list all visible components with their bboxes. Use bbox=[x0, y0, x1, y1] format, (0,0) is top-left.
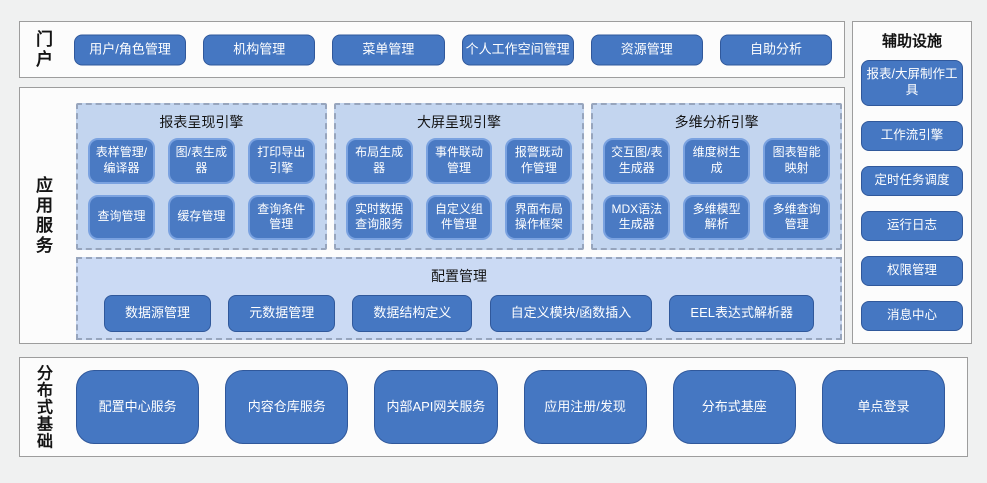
block-alarm-action-management: 报警既动作管理 bbox=[505, 138, 573, 184]
block-query-management: 查询管理 bbox=[88, 194, 155, 240]
block-chart-table-generator: 图/表生成器 bbox=[167, 138, 235, 184]
portal-button-row: 用户/角色管理 机构管理 菜单管理 个人工作空间管理 资源管理 自助分析 bbox=[74, 34, 833, 65]
foundation-button-row: 配置中心服务 内容仓库服务 内部API网关服务 应用注册/发现 分布式基座 单点… bbox=[76, 370, 946, 444]
block-custom-module-function-insertion: 自定义模块/函数插入 bbox=[489, 295, 653, 332]
block-message-center: 消息中心 bbox=[861, 301, 963, 331]
block-data-source-management: 数据源管理 bbox=[104, 295, 212, 332]
block-organization-management: 机构管理 bbox=[203, 34, 316, 65]
block-mdx-syntax-generator: MDX语法生成器 bbox=[603, 194, 671, 240]
block-permission-management: 权限管理 bbox=[861, 256, 963, 286]
block-scheduled-task-scheduling: 定时任务调度 bbox=[861, 166, 963, 196]
block-single-sign-on: 单点登录 bbox=[821, 370, 946, 444]
block-distributed-base: 分布式基座 bbox=[672, 370, 796, 444]
block-dimension-tree-generation: 维度树生成 bbox=[683, 138, 751, 184]
report-rendering-engine-panel: 报表呈现引擎 表样管理/编译器 图/表生成器 打印导出引擎 查询管理 缓存管理 … bbox=[76, 103, 327, 250]
block-self-service-analysis: 自助分析 bbox=[719, 34, 833, 65]
block-run-logs: 运行日志 bbox=[861, 211, 963, 241]
block-resource-management: 资源管理 bbox=[590, 34, 703, 65]
block-app-registration-discovery: 应用注册/发现 bbox=[523, 370, 647, 444]
application-services-section: 应用服务 报表呈现引擎 表样管理/编译器 图/表生成器 打印导出引擎 查询管理 … bbox=[19, 87, 845, 344]
block-template-management-compiler: 表样管理/编译器 bbox=[88, 138, 155, 184]
block-multidimensional-query-management: 多维查询管理 bbox=[763, 194, 831, 240]
portal-section: 门户 用户/角色管理 机构管理 菜单管理 个人工作空间管理 资源管理 自助分析 bbox=[19, 21, 845, 78]
block-eel-expression-parser: EEL表达式解析器 bbox=[669, 295, 814, 332]
block-report-bigscreen-authoring-tool: 报表/大屏制作工具 bbox=[861, 60, 963, 106]
block-user-role-management: 用户/角色管理 bbox=[74, 34, 187, 65]
block-multidimensional-model-parsing: 多维模型解析 bbox=[683, 194, 751, 240]
auxiliary-facilities-label: 辅助设施 bbox=[881, 33, 942, 50]
block-event-linkage-management: 事件联动管理 bbox=[425, 138, 493, 184]
block-personal-workspace-management: 个人工作空间管理 bbox=[461, 34, 574, 65]
config-button-row: 数据源管理 元数据管理 数据结构定义 自定义模块/函数插入 EEL表达式解析器 bbox=[104, 295, 814, 332]
module-grid: 布局生成器 事件联动管理 报警既动作管理 实时数据查询服务 自定义组件管理 界面… bbox=[345, 138, 573, 240]
block-cache-management: 缓存管理 bbox=[167, 194, 235, 240]
block-ui-layout-operation-framework: 界面布局操作框架 bbox=[505, 194, 573, 240]
block-custom-component-management: 自定义组件管理 bbox=[425, 194, 493, 240]
block-interactive-chart-table-generator: 交互图/表生成器 bbox=[603, 138, 671, 184]
panel-title: 大屏呈现引擎 bbox=[417, 114, 501, 130]
multidimensional-analysis-engine-panel: 多维分析引擎 交互图/表生成器 维度树生成 图表智能映射 MDX语法生成器 多维… bbox=[591, 103, 843, 250]
panel-title: 多维分析引擎 bbox=[674, 114, 759, 130]
portal-section-label: 门户 bbox=[33, 29, 52, 70]
block-metadata-management: 元数据管理 bbox=[228, 295, 336, 332]
auxiliary-facilities-section: 辅助设施 报表/大屏制作工具 工作流引擎 定时任务调度 运行日志 权限管理 消息… bbox=[852, 21, 972, 344]
application-services-label: 应用服务 bbox=[33, 175, 52, 256]
configuration-management-panel: 配置管理 数据源管理 元数据管理 数据结构定义 自定义模块/函数插入 EEL表达… bbox=[76, 257, 842, 340]
block-layout-generator: 布局生成器 bbox=[345, 138, 413, 184]
big-screen-rendering-engine-panel: 大屏呈现引擎 布局生成器 事件联动管理 报警既动作管理 实时数据查询服务 自定义… bbox=[333, 103, 585, 250]
distributed-foundation-section: 分布式基础 配置中心服务 内容仓库服务 内部API网关服务 应用注册/发现 分布… bbox=[19, 357, 968, 457]
block-query-condition-management: 查询条件管理 bbox=[247, 194, 315, 240]
module-grid: 交互图/表生成器 维度树生成 图表智能映射 MDX语法生成器 多维模型解析 多维… bbox=[603, 138, 831, 240]
block-internal-api-gateway-service: 内部API网关服务 bbox=[374, 370, 498, 444]
block-workflow-engine: 工作流引擎 bbox=[861, 121, 963, 151]
block-config-center-service: 配置中心服务 bbox=[76, 370, 200, 444]
block-realtime-data-query-service: 实时数据查询服务 bbox=[345, 194, 413, 240]
panel-title: 配置管理 bbox=[431, 268, 487, 284]
auxiliary-button-column: 报表/大屏制作工具 工作流引擎 定时任务调度 运行日志 权限管理 消息中心 bbox=[861, 60, 963, 331]
block-print-export-engine: 打印导出引擎 bbox=[247, 138, 315, 184]
distributed-foundation-label: 分布式基础 bbox=[34, 364, 51, 450]
block-chart-smart-mapping: 图表智能映射 bbox=[763, 138, 831, 184]
module-grid: 表样管理/编译器 图/表生成器 打印导出引擎 查询管理 缓存管理 查询条件管理 bbox=[88, 138, 315, 240]
block-data-structure-definition: 数据结构定义 bbox=[352, 295, 473, 332]
block-menu-management: 菜单管理 bbox=[332, 34, 445, 65]
block-content-repository-service: 内容仓库服务 bbox=[225, 370, 349, 444]
panel-title: 报表呈现引擎 bbox=[159, 114, 244, 130]
engine-panels-row: 报表呈现引擎 表样管理/编译器 图/表生成器 打印导出引擎 查询管理 缓存管理 … bbox=[76, 103, 843, 250]
